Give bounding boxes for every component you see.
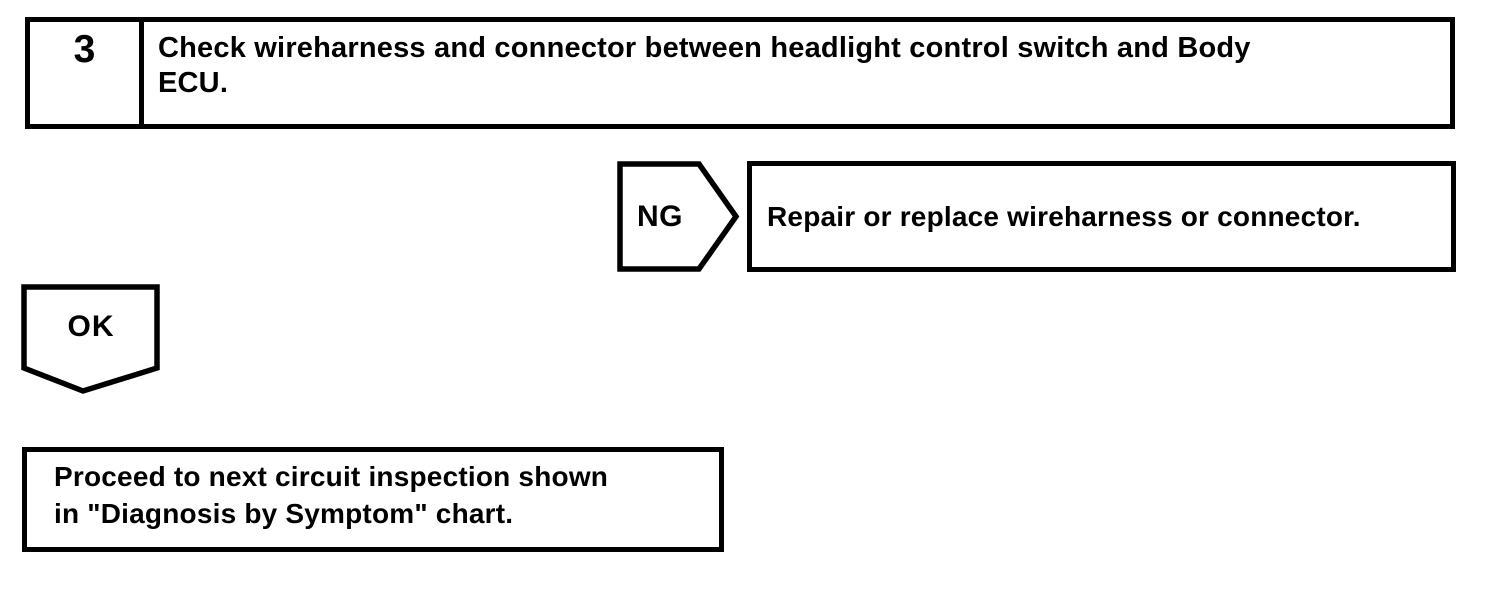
ok-action-line-1: Proceed to next circuit inspection shown — [54, 461, 609, 492]
ok-action-line-2: in "Diagnosis by Symptom" chart. — [54, 498, 514, 529]
step-instruction-line-1: Check wireharness and connector between … — [158, 32, 1251, 64]
ng-pointer-shape — [617, 161, 740, 272]
ng-branch-label: NG — [637, 199, 683, 233]
ok-pointer-icon — [21, 284, 160, 394]
ok-branch-label: OK — [67, 310, 115, 343]
ok-pointer-shape — [21, 284, 160, 394]
step-instruction: Check wireharness and connector between … — [144, 22, 1450, 124]
step-box: 3 Check wireharness and connector betwee… — [25, 17, 1455, 129]
ng-action-box: Repair or replace wireharness or connect… — [747, 161, 1456, 272]
step-number: 3 — [30, 22, 144, 124]
ok-action-box: Proceed to next circuit inspection shown… — [22, 447, 724, 552]
ng-pointer-icon — [617, 161, 740, 272]
ng-action-text: Repair or replace wireharness or connect… — [767, 200, 1361, 232]
step-instruction-line-2: ECU. — [158, 67, 229, 99]
